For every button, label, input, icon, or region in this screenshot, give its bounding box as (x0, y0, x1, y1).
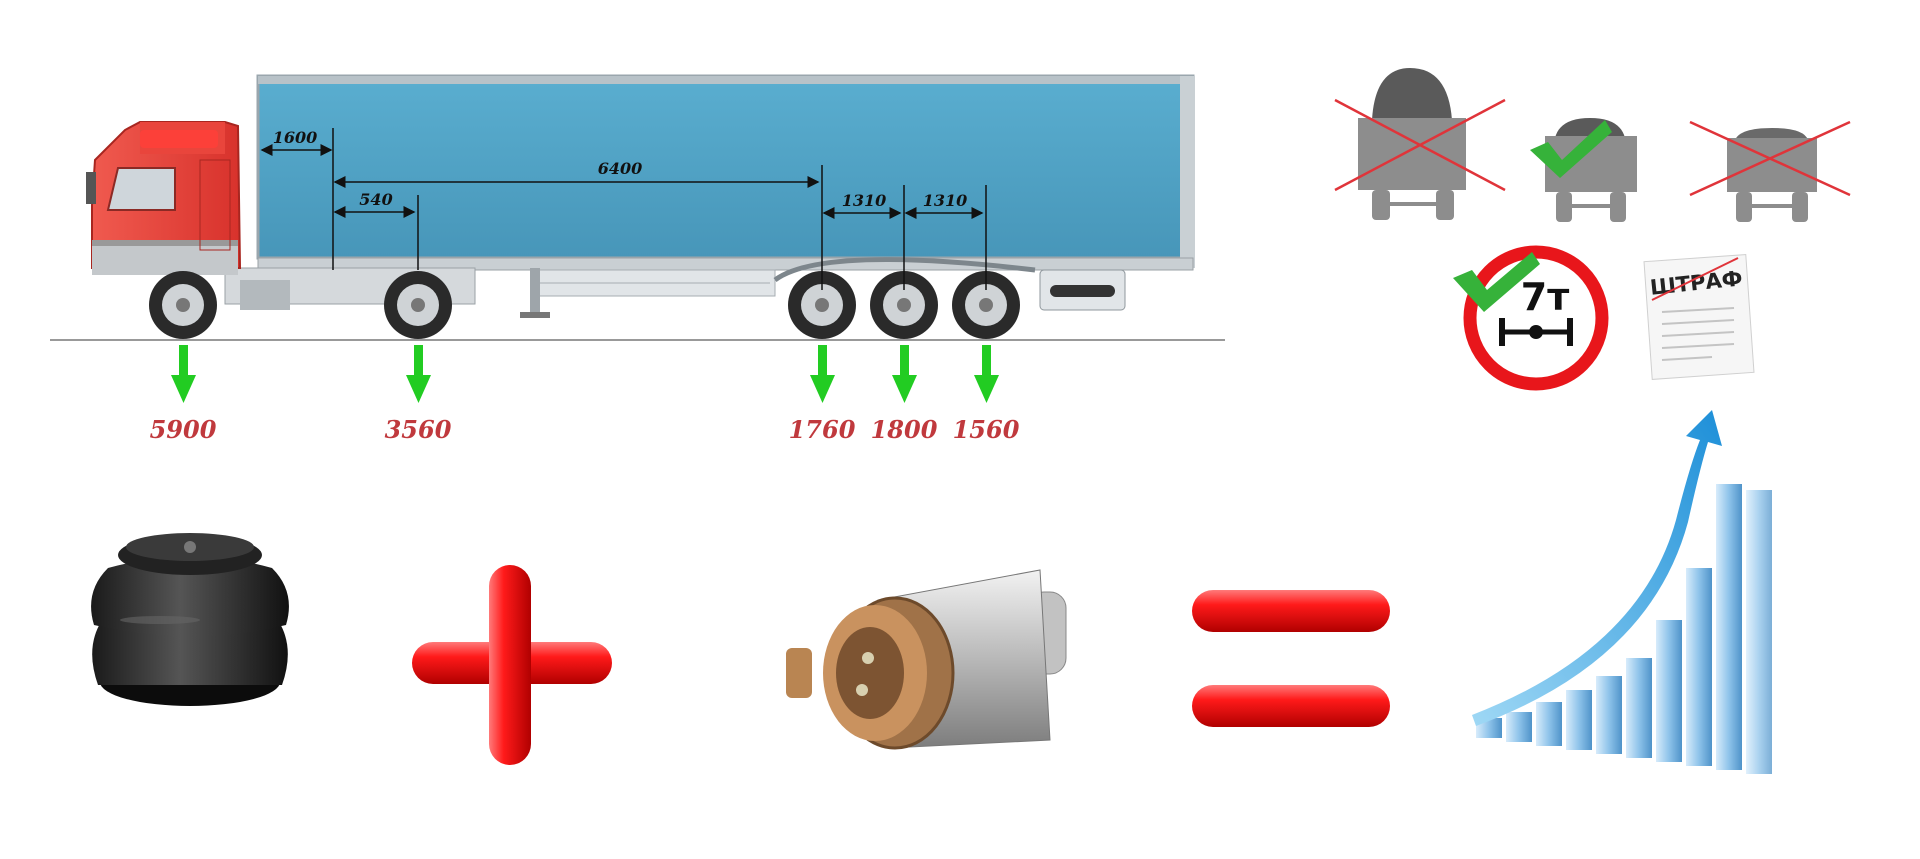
growth-chart-icon (1472, 410, 1772, 774)
wheel-front (149, 271, 217, 339)
axle-load-drive: 3560 (385, 415, 452, 444)
axle-load-trailer-1: 1760 (789, 415, 856, 444)
dim-axle-spacing-2: 1310 (923, 191, 968, 210)
weight-limit-value: 7т (1521, 275, 1569, 319)
pressure-sensor-icon (786, 569, 1067, 750)
air-spring-icon (91, 533, 289, 706)
overloaded-truck-icon (1334, 68, 1506, 220)
axle-load-trailer-3: 1560 (953, 415, 1020, 444)
dim-kingpin-offset: 540 (359, 190, 392, 209)
dim-wheelbase: 6400 (598, 159, 643, 178)
load-arrow-trailer-2 (892, 345, 917, 403)
load-arrow-drive (406, 345, 431, 403)
axle-load-front: 5900 (150, 415, 217, 444)
weight-limit-sign-icon: 7т (1453, 245, 1609, 391)
correct-load-truck-icon (1530, 118, 1637, 222)
load-arrow-trailer-1 (810, 345, 835, 403)
load-arrow-front (171, 345, 196, 403)
wheel-drive (384, 271, 452, 339)
load-arrows (171, 345, 999, 403)
truck-illustration (50, 74, 1225, 341)
load-arrow-trailer-3 (974, 345, 999, 403)
axle-load-trailer-2: 1800 (871, 415, 938, 444)
wheel-trailer-3 (952, 271, 1020, 339)
plus-icon (412, 565, 612, 765)
wheel-trailer-1 (788, 271, 856, 339)
fine-document-icon: ШТРАФ (1643, 254, 1755, 380)
trailer-body (256, 74, 1195, 260)
dimension-lines (260, 128, 987, 290)
equals-icon (1192, 590, 1390, 727)
underloaded-truck-icon (1689, 120, 1851, 222)
dim-axle-spacing-1: 1310 (842, 191, 887, 210)
wheel-trailer-2 (870, 271, 938, 339)
dim-front-overhang: 1600 (273, 128, 318, 147)
